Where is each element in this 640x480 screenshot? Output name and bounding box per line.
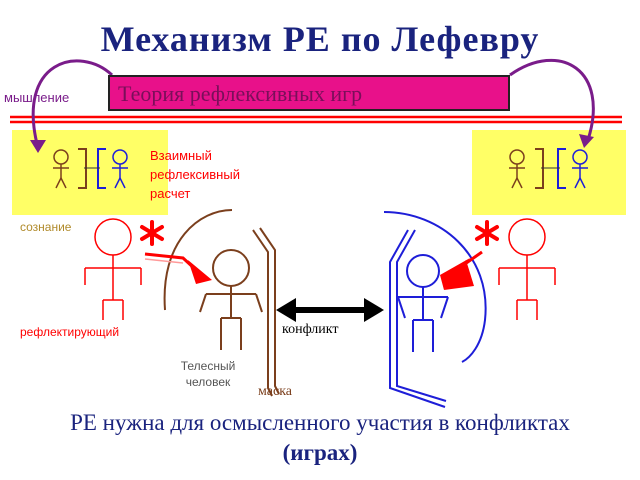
right-reflecting-figure (498, 218, 556, 320)
mask-inner (259, 227, 280, 395)
mask-outer (252, 229, 273, 397)
mask-label: маска (258, 384, 292, 399)
right-box-figures (509, 148, 588, 189)
brown-arc (163, 209, 233, 311)
page-title: Механизм РЕ по Лефевру (100, 19, 540, 59)
thinking-arrow-right-head (579, 134, 594, 148)
conflict-arrow-head-left (276, 298, 296, 322)
thinking-label: мышление (4, 90, 70, 105)
blue-mask-inner (396, 229, 447, 402)
conflict-arrow-head-right (364, 298, 384, 322)
mutual-calculation-label: Взаимный рефлексивный расчет (150, 148, 240, 201)
asterisk-right (475, 220, 499, 246)
consciousness-label: сознание (20, 220, 72, 234)
blue-arc (383, 211, 487, 363)
left-reflecting-figure (84, 218, 142, 320)
conflict-label: конфликт (282, 322, 339, 337)
thinking-arrow-left (31, 59, 114, 149)
theory-banner-label: Теория рефлексивных игр (118, 81, 363, 106)
body-figure (199, 249, 263, 350)
reflect-arrow-left-head (188, 260, 212, 284)
theory-banner: Теория рефлексивных игр (108, 75, 510, 111)
blue-mask-outer (389, 229, 446, 408)
right-yellow-box (472, 130, 626, 215)
body-person-label: Телесный человек (180, 359, 236, 389)
footer-text: РЕ нужна для осмысленного участия в конф… (70, 410, 570, 465)
asterisk-left (140, 220, 164, 246)
thinking-arrow-right (509, 58, 595, 141)
blue-figure (397, 254, 449, 352)
left-box-figures (53, 148, 128, 189)
reflecting-label: рефлектирующий (20, 325, 120, 339)
thinking-arrow-left-head (30, 140, 46, 153)
